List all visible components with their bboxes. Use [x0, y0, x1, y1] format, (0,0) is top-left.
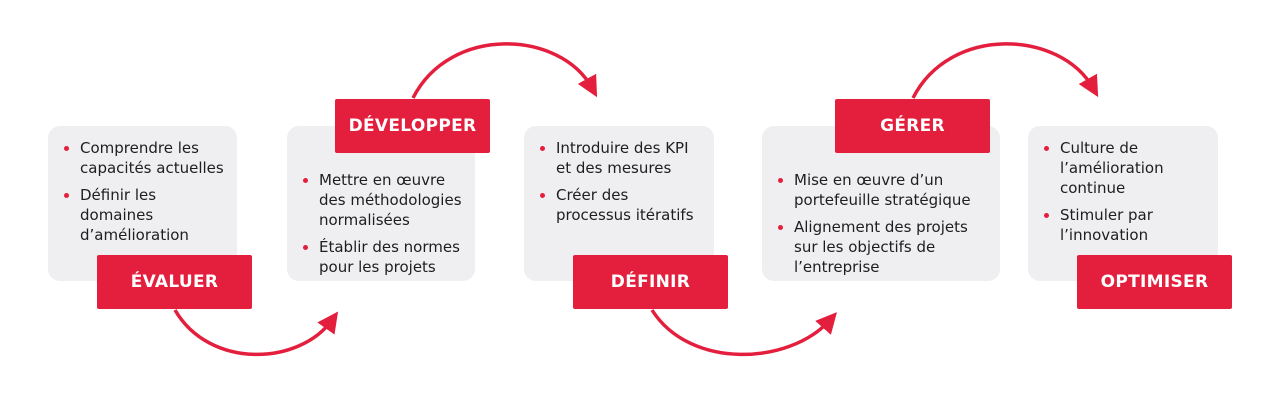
step-label-definir: DÉFINIR	[573, 255, 728, 309]
step-label-optimiser: OPTIMISER	[1077, 255, 1232, 309]
arrow-definir-to-gerer	[650, 309, 837, 357]
arrow-developper-to-definir	[411, 42, 598, 99]
step-card-evaluer: Comprendre les capacités actuelles Défin…	[48, 126, 237, 281]
bullet: Définir les domaines d’amélioration	[56, 185, 229, 245]
arrow-gerer-to-optimiser	[911, 42, 1099, 99]
bullet: Culture de l’amélioration continue	[1036, 138, 1210, 198]
bullet: Établir des normes pour les projets	[295, 237, 467, 277]
step-label-evaluer: ÉVALUER	[97, 255, 252, 309]
arrow-evaluer-to-developper	[173, 309, 339, 357]
bullet: Mettre en œuvre des méthodologies normal…	[295, 170, 467, 230]
bullet: Introduire des KPI et des mesures	[532, 138, 706, 178]
step-label-gerer: GÉRER	[835, 99, 990, 153]
bullet: Stimuler par l’innovation	[1036, 205, 1210, 245]
bullet: Mise en œuvre d’un portefeuille stratégi…	[770, 170, 992, 210]
bullet: Comprendre les capacités actuelles	[56, 138, 229, 178]
step-label-developper: DÉVELOPPER	[335, 99, 490, 153]
bullet: Alignement des projets sur les objectifs…	[770, 217, 992, 277]
bullet: Créer des processus itératifs	[532, 185, 706, 225]
